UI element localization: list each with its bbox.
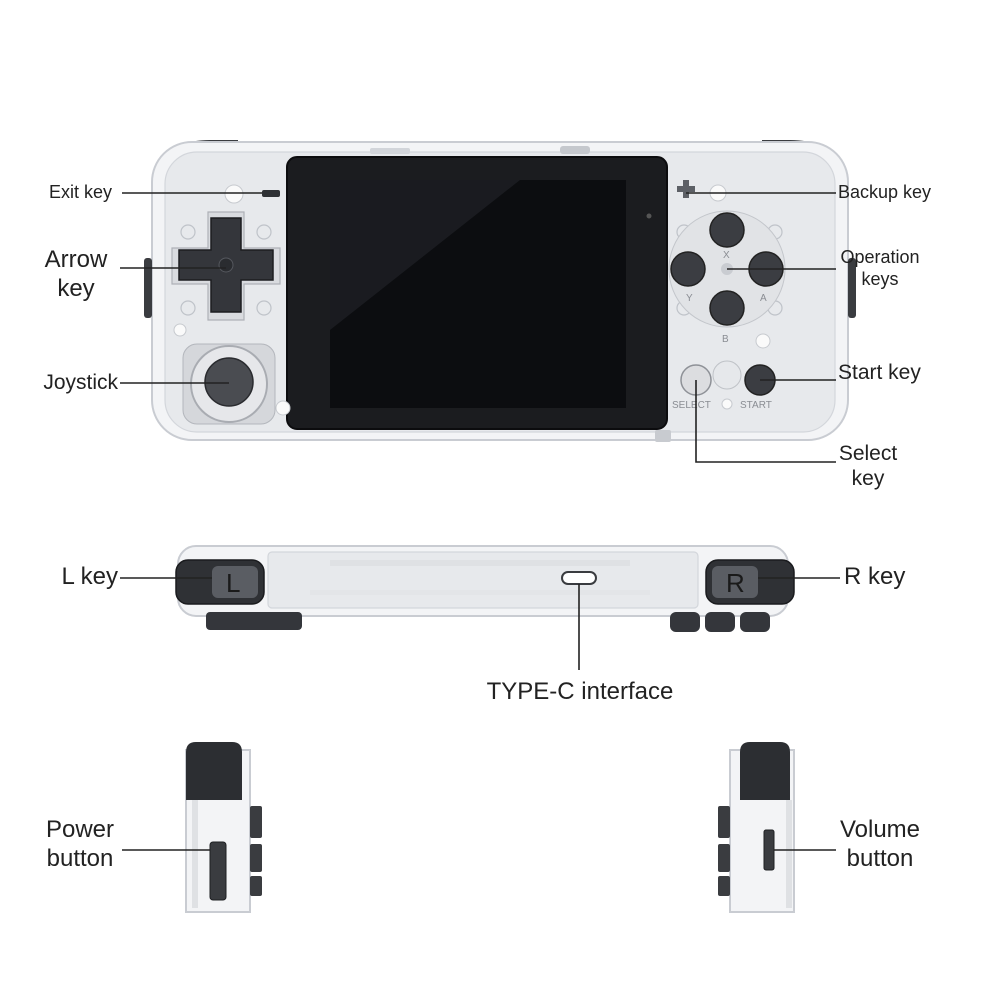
dpad-screw-br bbox=[256, 300, 272, 316]
left-side-view bbox=[122, 742, 262, 913]
top-ridge-strip-2 bbox=[310, 590, 650, 595]
label-exit-key: Exit key bbox=[48, 182, 112, 202]
top-notch bbox=[560, 146, 590, 154]
top-view: L R bbox=[120, 545, 840, 670]
button-x[interactable] bbox=[709, 212, 745, 248]
left-side-button-2 bbox=[250, 844, 262, 872]
label-start-key: Start key bbox=[838, 361, 921, 384]
right-nub-1 bbox=[670, 612, 700, 632]
backup-key-button[interactable] bbox=[677, 180, 695, 198]
label-a: A bbox=[760, 293, 767, 304]
label-y: Y bbox=[686, 293, 693, 304]
label-x: X bbox=[723, 250, 730, 261]
top-ridge bbox=[370, 148, 410, 154]
label-r-key: R key bbox=[844, 563, 906, 590]
left-side-button-1 bbox=[250, 806, 262, 838]
right-side-view bbox=[718, 742, 836, 913]
button-y[interactable] bbox=[670, 251, 706, 287]
screen-reflection bbox=[330, 180, 520, 330]
dpad-screw-tr bbox=[256, 224, 272, 240]
left-side-shoulder bbox=[186, 742, 242, 800]
left-bottom-hole bbox=[275, 400, 291, 416]
label-l-key: L key bbox=[61, 563, 118, 590]
top-ridge-strip bbox=[330, 560, 630, 566]
right-side-shoulder bbox=[740, 742, 790, 800]
right-side-button-3 bbox=[718, 876, 730, 896]
screen-indicator bbox=[646, 213, 652, 219]
l-glyph: L bbox=[226, 568, 240, 598]
right-nub-2 bbox=[705, 612, 735, 632]
right-bottom-hole bbox=[721, 398, 733, 410]
label-volume-button: Volume button bbox=[839, 816, 921, 872]
right-side-rocker bbox=[848, 258, 856, 318]
left-top-hole bbox=[224, 184, 244, 204]
dpad-center bbox=[218, 257, 234, 273]
dpad-screw-tl bbox=[180, 224, 196, 240]
right-mid-hole bbox=[755, 333, 771, 349]
joystick-cap[interactable] bbox=[204, 357, 254, 407]
r-key-face bbox=[712, 566, 758, 598]
label-type-c: TYPE-C interface bbox=[486, 678, 674, 705]
label-power-button: Power button bbox=[45, 816, 115, 872]
left-side-rib bbox=[192, 800, 198, 908]
label-arrow-key: Arrow key bbox=[44, 246, 108, 302]
dpad-screw-bl bbox=[180, 300, 196, 316]
left-nubs bbox=[206, 612, 302, 630]
left-side-rocker bbox=[144, 258, 152, 318]
r-glyph: R bbox=[726, 568, 745, 598]
right-side-button-1 bbox=[718, 806, 730, 838]
bottom-tab bbox=[655, 430, 671, 442]
volume-button[interactable] bbox=[763, 829, 775, 871]
label-backup-key: Backup key bbox=[838, 182, 932, 202]
power-button[interactable] bbox=[209, 841, 227, 901]
label-operation-keys: Operation keys bbox=[840, 247, 920, 289]
right-nub-3 bbox=[740, 612, 770, 632]
left-small-hole bbox=[173, 323, 187, 337]
ss-seat bbox=[712, 360, 742, 390]
exit-key-button[interactable] bbox=[262, 190, 280, 197]
right-side-button-2 bbox=[718, 844, 730, 872]
label-b: B bbox=[722, 334, 729, 345]
button-b[interactable] bbox=[709, 290, 745, 326]
l-key-face bbox=[212, 566, 258, 598]
start-marking: START bbox=[740, 400, 772, 411]
type-c-port[interactable] bbox=[561, 571, 597, 585]
select-marking: SELECT bbox=[672, 400, 711, 411]
right-side-rib bbox=[786, 800, 792, 908]
left-side-button-3 bbox=[250, 876, 262, 896]
label-select-key: Select key bbox=[838, 442, 898, 491]
front-view: X Y A B SELECT START bbox=[120, 140, 856, 463]
label-joystick: Joystick bbox=[43, 371, 118, 394]
leader-select bbox=[695, 380, 836, 463]
